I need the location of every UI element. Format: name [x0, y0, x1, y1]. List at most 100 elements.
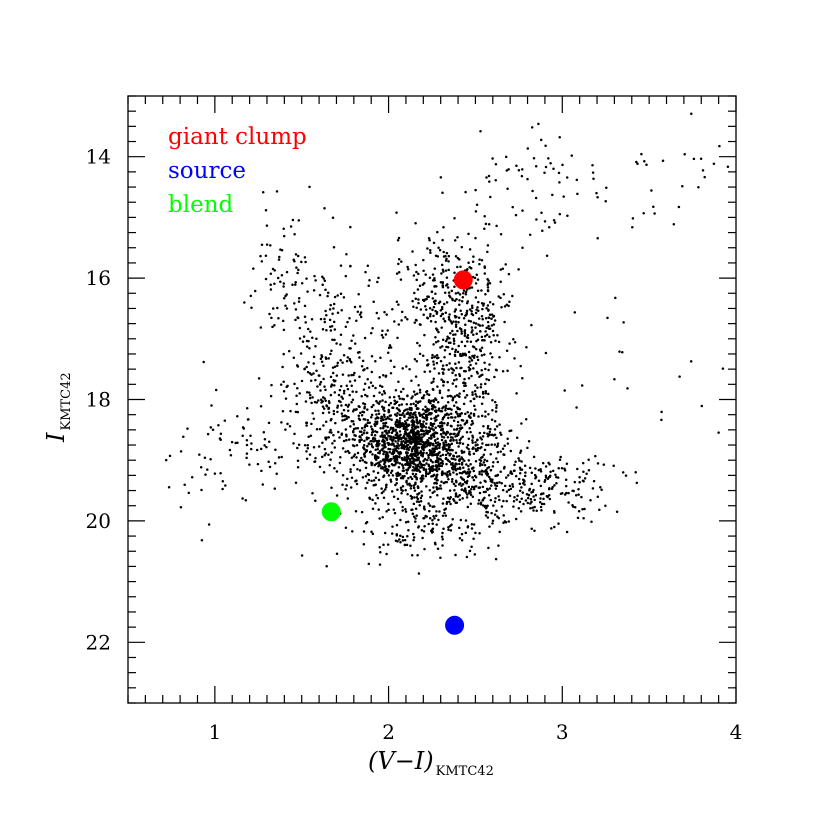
- field-star-point: [451, 517, 454, 521]
- field-star-point: [414, 403, 418, 407]
- field-star-point: [455, 394, 459, 397]
- field-star-point: [383, 460, 387, 464]
- field-star-point: [433, 302, 437, 306]
- field-star-point: [505, 303, 509, 306]
- field-star-point: [580, 495, 583, 499]
- field-star-point: [377, 276, 380, 280]
- field-star-point: [408, 368, 411, 371]
- field-star-point: [467, 447, 470, 451]
- field-star-point: [206, 432, 210, 436]
- field-star-point: [303, 367, 306, 371]
- field-star-point: [391, 308, 394, 311]
- field-star-point: [315, 369, 318, 372]
- field-star-point: [485, 176, 488, 179]
- field-star-point: [478, 431, 482, 435]
- field-star-point: [492, 323, 496, 326]
- field-star-point: [425, 485, 428, 488]
- field-star-point: [439, 176, 443, 179]
- field-star-point: [406, 520, 410, 523]
- field-star-point: [476, 289, 480, 292]
- field-star-point: [474, 444, 477, 447]
- field-star-point: [342, 439, 346, 443]
- field-star-point: [433, 278, 436, 282]
- field-star-point: [373, 434, 377, 437]
- field-star-point: [377, 317, 380, 320]
- field-star-point: [460, 330, 463, 333]
- field-star-point: [487, 546, 490, 550]
- field-star-point: [453, 354, 457, 358]
- field-star-point: [353, 438, 356, 442]
- field-star-point: [482, 461, 486, 464]
- field-star-point: [399, 433, 402, 436]
- field-star-point: [478, 258, 481, 261]
- field-star-point: [428, 442, 431, 445]
- field-star-point: [398, 462, 402, 465]
- field-star-point: [224, 484, 227, 487]
- field-star-point: [460, 449, 463, 453]
- field-star-point: [414, 473, 418, 476]
- field-star-point: [567, 501, 570, 504]
- field-star-point: [454, 458, 457, 461]
- field-star-point: [367, 436, 370, 440]
- field-star-point: [378, 451, 381, 455]
- field-star-point: [452, 339, 456, 343]
- field-star-point: [549, 470, 552, 474]
- field-star-point: [421, 408, 425, 411]
- field-star-point: [277, 258, 281, 261]
- field-star-point: [284, 397, 288, 400]
- field-star-point: [387, 442, 391, 446]
- field-star-point: [480, 369, 483, 372]
- field-star-point: [451, 371, 454, 375]
- field-star-point: [348, 451, 351, 455]
- field-star-point: [434, 410, 438, 414]
- field-star-point: [472, 255, 475, 258]
- field-star-point: [452, 378, 456, 382]
- field-star-point: [435, 447, 439, 450]
- field-star-point: [467, 350, 471, 354]
- field-star-point: [265, 445, 268, 449]
- field-star-point: [481, 499, 484, 502]
- field-star-point: [382, 422, 385, 425]
- field-star-point: [321, 396, 325, 399]
- field-star-point: [547, 225, 551, 229]
- field-star-point: [457, 321, 460, 324]
- field-star-point: [362, 530, 366, 533]
- field-star-point: [466, 443, 470, 447]
- field-star-point: [353, 379, 357, 382]
- field-star-point: [436, 328, 439, 332]
- field-star-point: [413, 291, 416, 295]
- field-star-point: [494, 410, 498, 413]
- field-star-point: [314, 279, 317, 282]
- field-star-point: [430, 528, 434, 532]
- field-star-point: [330, 451, 333, 454]
- field-star-point: [401, 509, 404, 512]
- field-star-point: [332, 302, 336, 306]
- field-star-point: [397, 394, 401, 398]
- field-star-point: [370, 463, 373, 467]
- field-star-point: [168, 454, 172, 458]
- field-star-point: [296, 466, 300, 469]
- field-star-point: [409, 429, 413, 432]
- field-star-point: [454, 254, 458, 258]
- field-star-point: [219, 471, 222, 475]
- field-star-point: [558, 181, 561, 184]
- field-star-point: [374, 409, 377, 412]
- field-star-point: [294, 253, 298, 256]
- field-star-point: [511, 483, 514, 486]
- field-star-point: [397, 447, 400, 450]
- field-star-point: [361, 359, 365, 363]
- field-star-point: [407, 476, 410, 480]
- x-tick-label: 2: [382, 720, 395, 744]
- field-star-point: [388, 396, 392, 399]
- field-star-point: [329, 419, 333, 422]
- field-star-point: [302, 335, 306, 338]
- field-star-point: [543, 220, 547, 223]
- field-star-point: [491, 465, 495, 468]
- field-star-point: [448, 362, 451, 365]
- field-star-point: [380, 448, 384, 451]
- field-star-point: [366, 395, 369, 398]
- field-star-point: [397, 444, 401, 447]
- field-star-point: [470, 374, 473, 378]
- field-star-point: [431, 273, 435, 276]
- field-star-point: [294, 308, 298, 311]
